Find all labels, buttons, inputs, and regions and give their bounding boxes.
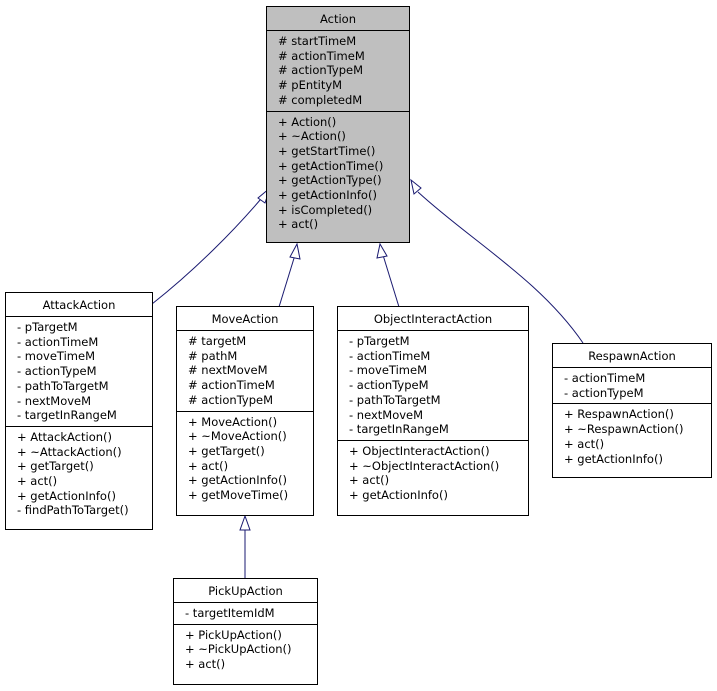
method: + act() xyxy=(188,458,229,473)
method: + ~Action() xyxy=(278,129,346,144)
class-attack-action-attributes: - pTargetM - actionTimeM - moveTimeM - a… xyxy=(6,317,152,426)
edge-move-to-action xyxy=(278,254,296,308)
method: + getActionInfo() xyxy=(188,473,287,488)
class-attack-action-title: AttackAction xyxy=(6,293,152,317)
arrowhead-move xyxy=(289,242,301,260)
method: + PickUpAction() xyxy=(185,627,282,642)
method: + act() xyxy=(564,436,605,451)
class-object-interact-action-methods: + ObjectInteractAction() + ~ObjectIntera… xyxy=(338,439,528,506)
class-respawn-action: RespawnAction - actionTimeM - actionType… xyxy=(552,343,712,478)
edge-respawn-to-action xyxy=(417,191,584,344)
method: + MoveAction() xyxy=(188,414,278,429)
arrowhead-respawn xyxy=(410,178,422,195)
attribute: - actionTimeM xyxy=(349,348,431,363)
method: + ~AttackAction() xyxy=(17,444,122,459)
attribute: # pathM xyxy=(188,348,238,363)
method: + act() xyxy=(278,217,319,232)
method: + getTarget() xyxy=(17,459,94,474)
class-move-action-attributes: # targetM # pathM # nextMoveM # actionTi… xyxy=(177,331,313,411)
class-respawn-action-methods: + RespawnAction() + ~RespawnAction() + a… xyxy=(553,403,711,469)
class-move-action-title: MoveAction xyxy=(177,307,313,331)
method: + Action() xyxy=(278,114,337,129)
attribute: # actionTypeM xyxy=(278,63,364,78)
class-action: Action # startTimeM # actionTimeM # acti… xyxy=(266,6,410,243)
method: + getTarget() xyxy=(188,443,265,458)
class-object-interact-action-title: ObjectInteractAction xyxy=(338,307,528,331)
attribute: # completedM xyxy=(278,92,363,107)
method: + ~RespawnAction() xyxy=(564,422,684,437)
class-object-interact-action-attributes: - pTargetM - actionTimeM - moveTimeM - a… xyxy=(338,331,528,440)
method: + RespawnAction() xyxy=(564,407,674,422)
method: - findPathToTarget() xyxy=(17,503,129,518)
method: + ~MoveAction() xyxy=(188,429,287,444)
attribute: - nextMoveM xyxy=(17,393,92,408)
attribute: - actionTimeM xyxy=(564,371,646,385)
class-respawn-action-attributes: - actionTimeM - actionTypeM xyxy=(553,368,711,403)
attribute: - moveTimeM xyxy=(17,349,95,364)
method: + ~ObjectInteractAction() xyxy=(349,458,500,473)
class-pickup-action-title: PickUpAction xyxy=(174,579,317,603)
attribute: - actionTypeM xyxy=(349,378,429,393)
method: + getActionType() xyxy=(278,173,382,188)
method: + isCompleted() xyxy=(278,202,373,217)
arrowhead-object xyxy=(376,242,388,259)
attribute: # startTimeM xyxy=(278,34,357,48)
method: + ~PickUpAction() xyxy=(185,642,292,657)
method: + getActionInfo() xyxy=(564,451,663,466)
class-pickup-action: PickUpAction - targetItemIdM + PickUpAct… xyxy=(173,578,318,685)
method: + getStartTime() xyxy=(278,143,376,158)
attribute: - actionTypeM xyxy=(564,385,644,400)
method: + ObjectInteractAction() xyxy=(349,443,490,458)
method: + getActionTime() xyxy=(278,158,384,173)
attribute: - targetInRangeM xyxy=(349,422,449,437)
attribute: # nextMoveM xyxy=(188,363,268,378)
attribute: # actionTimeM xyxy=(188,378,275,393)
class-pickup-action-methods: + PickUpAction() + ~PickUpAction() + act… xyxy=(174,623,317,675)
method: + act() xyxy=(185,657,226,672)
attribute: - pathToTargetM xyxy=(17,378,109,393)
attribute: # pEntityM xyxy=(278,78,343,93)
method: + act() xyxy=(17,474,58,489)
attribute: # targetM xyxy=(188,334,247,348)
method: + getActionInfo() xyxy=(278,188,377,203)
attribute: - actionTypeM xyxy=(17,364,97,379)
attribute: - nextMoveM xyxy=(349,407,424,422)
attribute: - actionTimeM xyxy=(17,334,99,349)
attribute: - targetItemIdM xyxy=(185,606,275,620)
method: + getActionInfo() xyxy=(17,488,116,503)
class-pickup-action-attributes: - targetItemIdM xyxy=(174,603,317,624)
class-move-action: MoveAction # targetM # pathM # nextMoveM… xyxy=(176,306,314,516)
edge-attack-to-action xyxy=(151,192,267,305)
method: + getActionInfo() xyxy=(349,488,448,503)
attribute: - targetInRangeM xyxy=(17,408,117,423)
class-object-interact-action: ObjectInteractAction - pTargetM - action… xyxy=(337,306,529,516)
class-action-title: Action xyxy=(267,7,409,31)
attribute: - pTargetM xyxy=(17,320,78,334)
arrowhead-pickup xyxy=(239,514,251,531)
attribute: # actionTypeM xyxy=(188,392,274,407)
method: + act() xyxy=(349,473,390,488)
attribute: - pTargetM xyxy=(349,334,410,348)
attribute: - pathToTargetM xyxy=(349,392,441,407)
attribute: - moveTimeM xyxy=(349,363,427,378)
method: + getMoveTime() xyxy=(188,488,289,503)
class-attack-action-methods: + AttackAction() + ~AttackAction() + get… xyxy=(6,425,152,521)
class-move-action-methods: + MoveAction() + ~MoveAction() + getTarg… xyxy=(177,410,313,506)
class-action-methods: + Action() + ~Action() + getStartTime() … xyxy=(267,110,409,236)
edge-object-to-action xyxy=(382,254,400,308)
attribute: # actionTimeM xyxy=(278,48,365,63)
class-respawn-action-title: RespawnAction xyxy=(553,344,711,368)
method: + AttackAction() xyxy=(17,429,112,444)
class-action-attributes: # startTimeM # actionTimeM # actionTypeM… xyxy=(267,31,409,111)
class-attack-action: AttackAction - pTargetM - actionTimeM - … xyxy=(5,292,153,530)
